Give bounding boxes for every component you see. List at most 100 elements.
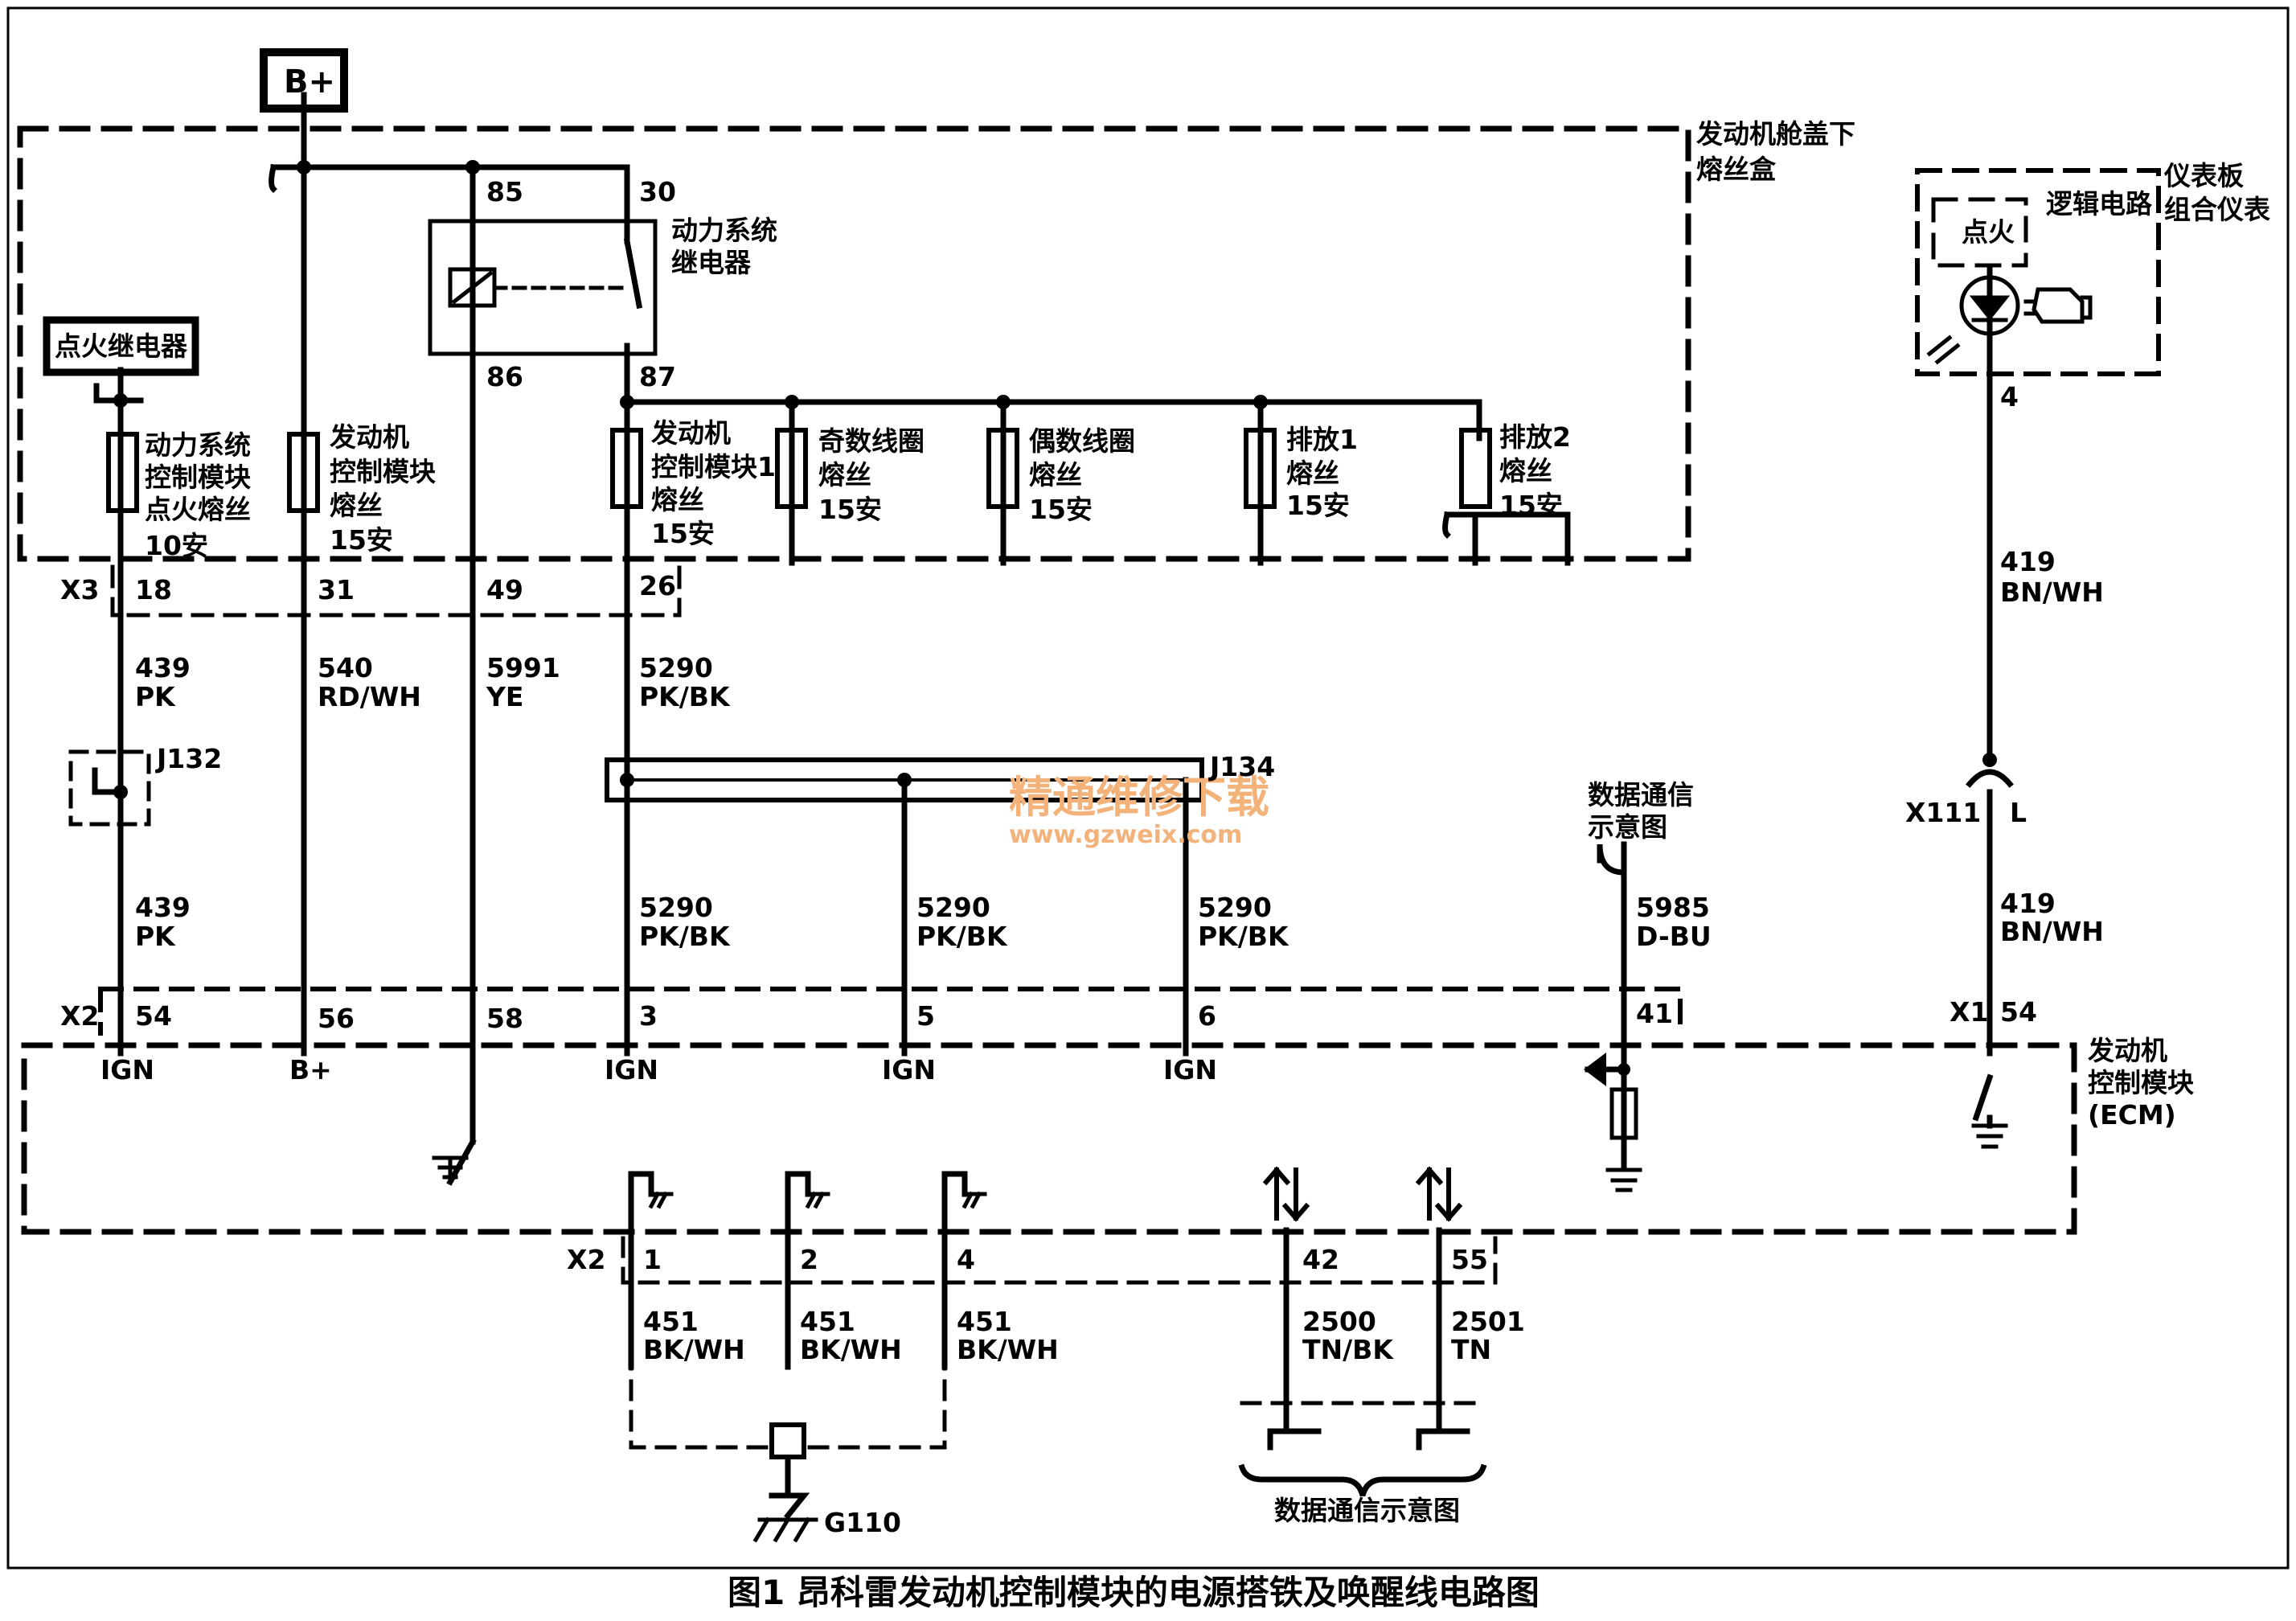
- power-relay-body: [428, 219, 658, 356]
- fuse-2-line2: 控制模块: [330, 456, 436, 487]
- wire-451b-num: 451: [800, 1306, 855, 1337]
- wire-2501-num: 2501: [1451, 1306, 1525, 1337]
- data-comm-label-2: 示意图: [1588, 811, 1667, 843]
- wire-439-color: PK: [135, 681, 176, 712]
- fuse-6-line2: 熔丝: [1286, 458, 1339, 489]
- ignition-relay-label: 点火继电器: [55, 330, 188, 362]
- relay-pin-85: 85: [486, 176, 523, 207]
- figure-caption: 图1 昂科雷发动机控制模块的电源搭铁及唤醒线电路图: [728, 1573, 1540, 1612]
- cluster-pin-4: 4: [2000, 381, 2019, 412]
- x2b-name: X2: [567, 1244, 605, 1275]
- wire-439b-num: 439: [135, 892, 191, 923]
- fuse-3-line1: 发动机: [651, 417, 731, 449]
- fuse-5-line1: 偶数线圈: [1029, 425, 1135, 457]
- x1-pin: 54: [2000, 996, 2037, 1028]
- data-comm-label: 数据通信: [1588, 779, 1694, 810]
- relay-pin-30: 30: [639, 176, 676, 207]
- ecm-outline: [21, 1042, 2077, 1235]
- b-plus-label: B+: [284, 64, 335, 101]
- watermark-url: www.gzweix.com: [1009, 821, 1242, 849]
- x2-pin-41: 41: [1636, 998, 1673, 1029]
- wire-5991-color: YE: [486, 681, 523, 712]
- check-engine-lamp: [1926, 275, 2093, 365]
- x111-pin: L: [2010, 797, 2027, 828]
- ecm-in-ign-2: IGN: [605, 1054, 658, 1085]
- wire-5290b-num: 5290: [916, 892, 990, 923]
- x111-name: X111: [1905, 797, 1981, 828]
- x3-pin-31: 31: [318, 574, 355, 605]
- fuse-labels: 动力系统 控制模块 点火熔丝 10安 发动机 控制模块 熔丝 15安 发动机 控…: [145, 417, 1571, 561]
- wire-451b-color: BK/WH: [800, 1334, 902, 1365]
- ecm-in-bplus: B+: [289, 1054, 332, 1085]
- ground-symbols: [432, 1123, 2008, 1543]
- cluster-ign-label: 点火: [1962, 216, 2015, 248]
- wire-439-num: 439: [135, 652, 191, 683]
- fuse-1-line3: 点火熔丝: [145, 494, 251, 525]
- fuse-7-line1: 排放2: [1499, 421, 1571, 453]
- relay-pin-87: 87: [639, 361, 676, 392]
- junction-dots: [113, 160, 1997, 1076]
- wire-2500-num: 2500: [1302, 1306, 1376, 1337]
- wire-540-color: RD/WH: [318, 681, 421, 712]
- x2b-pin-2: 2: [800, 1244, 818, 1275]
- wire-5985-color: D-BU: [1636, 921, 1712, 952]
- fuse-6-line1: 排放1: [1286, 424, 1358, 455]
- wire-5290b-color: PK/BK: [916, 921, 1008, 952]
- x2-pin-5: 5: [916, 1000, 935, 1032]
- fuse-1-line1: 动力系统: [145, 429, 251, 461]
- wire-451c-color: BK/WH: [957, 1334, 1059, 1365]
- data-arrows: [1262, 1053, 1606, 1222]
- fuse-3-rating: 15安: [651, 518, 715, 549]
- ecm-in-ign-3: IGN: [882, 1054, 936, 1085]
- fuse-7-rating: 15安: [1499, 490, 1563, 521]
- ignition-relay-box: [43, 316, 199, 376]
- lower-wire-labels: 451 BK/WH 451 BK/WH 451 BK/WH 2500 TN/BK…: [643, 1306, 1525, 1365]
- x2-top-labels: X2 54 56 58 3 5 6 41: [60, 998, 1673, 1034]
- wire-5290a-num: 5290: [639, 892, 713, 923]
- cluster-wire-num: 419: [2000, 546, 2056, 577]
- ecm-title-3: (ECM): [2088, 1099, 2176, 1131]
- fuse-3-line2: 控制模块1: [651, 451, 776, 482]
- wire-419b-color: BN/WH: [2000, 916, 2104, 947]
- ecm-title: 发动机: [2088, 1035, 2167, 1066]
- cluster-outline: [1915, 168, 2161, 376]
- power-relay-label-2: 继电器: [671, 247, 752, 278]
- x3-pin-49: 49: [486, 574, 523, 605]
- fuse-2-line1: 发动机: [330, 421, 409, 453]
- x2-pin-56: 56: [318, 1003, 355, 1034]
- cluster-logic-label: 逻辑电路: [2046, 188, 2153, 220]
- upper-wire-labels: 439 PK 540 RD/WH 5991 YE 5290 PK/BK: [135, 652, 731, 712]
- x1-name: X1: [1950, 996, 1988, 1028]
- x2-top-connector-outline: [98, 987, 1683, 1036]
- wire-2500-color: TN/BK: [1302, 1334, 1394, 1365]
- fuse-symbols: [106, 428, 1492, 513]
- relay-pin-86: 86: [486, 361, 523, 392]
- j132-outline: [68, 749, 151, 827]
- x2-bottom-labels: X2 1 2 4 42 55: [567, 1244, 1488, 1275]
- x2b-pin-42: 42: [1302, 1244, 1339, 1275]
- wire-5290-num: 5290: [639, 652, 713, 683]
- fuse-3-line3: 熔丝: [651, 484, 704, 515]
- j132-label: J132: [155, 743, 222, 774]
- wire-439b-color: PK: [135, 921, 176, 952]
- fuse-1-line2: 控制模块: [145, 462, 251, 493]
- fuse-2-rating: 15安: [330, 524, 393, 556]
- data-comm-resistor: [1609, 1087, 1638, 1140]
- mid-wire-labels: 439 PK 5290 PK/BK 5290 PK/BK 5290 PK/BK …: [135, 888, 2104, 952]
- fuse-1-rating: 10安: [145, 530, 208, 561]
- wire-5290c-num: 5290: [1198, 892, 1272, 923]
- wire-451a-num: 451: [643, 1306, 699, 1337]
- x2b-pin-1: 1: [643, 1244, 662, 1275]
- cluster-title: 仪表板: [2163, 160, 2244, 191]
- wire-419b-num: 419: [2000, 888, 2056, 919]
- x2-pin-54: 54: [135, 1000, 172, 1032]
- ecm-in-ign-1: IGN: [100, 1054, 154, 1085]
- fuse-5-rating: 15安: [1029, 494, 1093, 525]
- fuse-4-line2: 熔丝: [818, 459, 871, 490]
- x2b-pin-4: 4: [957, 1244, 975, 1275]
- fuse-4-line1: 奇数线圈: [818, 425, 925, 457]
- wire-5985-num: 5985: [1636, 892, 1710, 923]
- wire-5991-num: 5991: [486, 652, 560, 683]
- x3-connector-outline: [110, 564, 682, 618]
